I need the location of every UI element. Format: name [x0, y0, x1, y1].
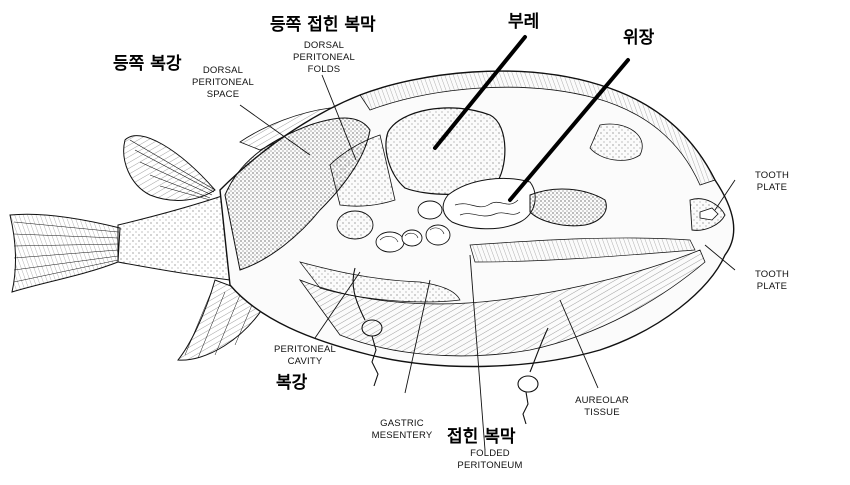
peritoneal-cavity-region	[299, 261, 461, 303]
label-en-peritoneal-cavity: PERITONEAL CAVITY	[274, 344, 336, 367]
svg-text:SPACE: SPACE	[207, 89, 240, 100]
label-en-dorsal-peritoneal-folds: DORSAL PERITONEAL FOLDS	[293, 40, 355, 75]
svg-text:FOLDED: FOLDED	[470, 448, 510, 459]
tooth-plate-drawing	[699, 207, 719, 221]
intestines	[336, 200, 451, 253]
dorsal-body-wall	[359, 70, 716, 186]
label-en-tooth-plate-upper: TOOTH PLATE	[755, 170, 789, 193]
stomach	[442, 178, 536, 230]
label-en-gastric-mesentery: GASTRIC MESENTERY	[372, 418, 433, 441]
dorsal-fin	[123, 135, 216, 201]
svg-text:AUREOLAR: AUREOLAR	[575, 395, 629, 406]
svg-text:CAVITY: CAVITY	[288, 356, 323, 367]
label-en-aureolar-tissue: AUREOLAR TISSUE	[575, 395, 629, 418]
aureolar-tissue-wall	[298, 249, 706, 357]
svg-text:PLATE: PLATE	[757, 182, 787, 193]
label-en-dorsal-peritoneal-space: DORSAL PERITONEAL SPACE	[192, 65, 254, 100]
label-kr-peritoneal-cavity: 복강	[276, 373, 308, 393]
label-en-tooth-plate-lower: TOOTH PLATE	[755, 269, 789, 292]
caudal-fin	[9, 213, 121, 293]
pin-right	[517, 327, 549, 425]
svg-text:PLATE: PLATE	[757, 281, 787, 292]
svg-text:FOLDS: FOLDS	[308, 64, 341, 75]
dorsal-peritoneal-space	[224, 117, 371, 271]
svg-text:DORSAL: DORSAL	[203, 65, 243, 76]
gill-region	[589, 123, 643, 161]
svg-text:TOOTH: TOOTH	[755, 170, 789, 181]
label-kr-dorsal-peritoneal-space: 등쪽 복강	[113, 54, 182, 74]
label-kr-stomach: 위장	[623, 28, 655, 48]
dorsal-peritoneal-folds	[329, 134, 396, 207]
svg-text:PERITONEAL: PERITONEAL	[192, 77, 254, 88]
svg-text:GASTRIC: GASTRIC	[380, 418, 424, 429]
ventral-muscle	[469, 237, 696, 263]
svg-text:PERITONEUM: PERITONEUM	[457, 460, 522, 471]
label-kr-folded-peritoneum: 접힌 복막	[447, 427, 516, 447]
leader-lines	[239, 74, 736, 451]
pin-left	[352, 267, 383, 387]
label-kr-swim-bladder: 부레	[508, 12, 539, 32]
liver	[529, 188, 607, 227]
svg-text:PERITONEAL: PERITONEAL	[293, 52, 355, 63]
svg-text:PERITONEAL: PERITONEAL	[274, 344, 336, 355]
svg-text:TOOTH: TOOTH	[755, 269, 789, 280]
label-en-folded-peritoneum: FOLDED PERITONEUM	[457, 448, 522, 471]
label-kr-dorsal-peritoneal-folds: 등쪽 접힌 복막	[270, 15, 376, 35]
korean-pointer-lines	[433, 35, 630, 202]
svg-text:MESENTERY: MESENTERY	[372, 430, 433, 441]
caudal-peduncle	[117, 194, 231, 281]
svg-text:DORSAL: DORSAL	[304, 40, 344, 51]
svg-text:TISSUE: TISSUE	[584, 407, 620, 418]
